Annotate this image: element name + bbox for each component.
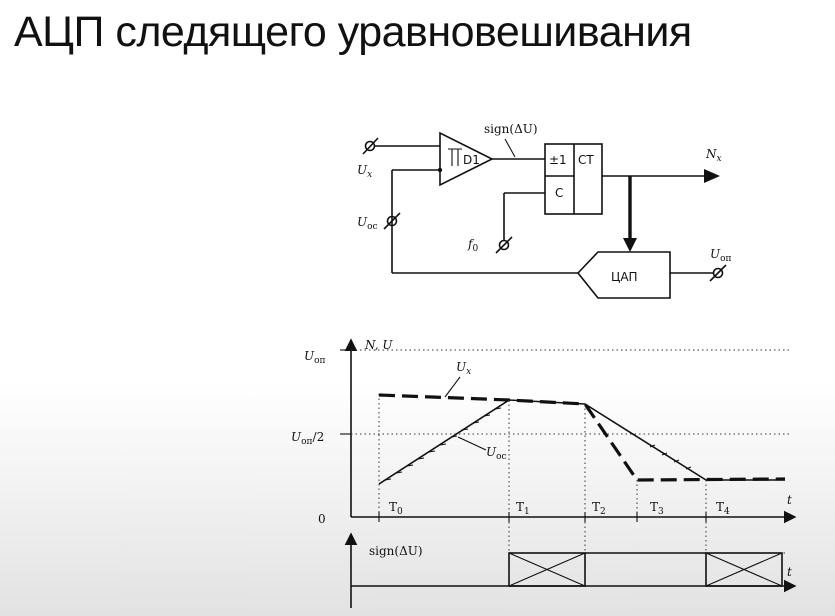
uoc-curve-label: Uос bbox=[486, 445, 507, 462]
clock-terminal bbox=[495, 192, 545, 254]
sign-undefined-region-1 bbox=[508, 552, 586, 587]
uoc-curve bbox=[378, 399, 785, 485]
uop-ref-label: Uоп bbox=[710, 247, 732, 264]
interval-label-t0: T0 bbox=[389, 500, 403, 517]
uop-level-label: Uоп bbox=[304, 349, 326, 366]
output-arrow bbox=[704, 169, 720, 183]
sign-t-axis-label: t bbox=[787, 565, 792, 579]
page-title: АЦП следящего уравновешивания bbox=[14, 8, 692, 56]
counter-ct-label: CT bbox=[578, 153, 594, 167]
nx-output-label: Nx bbox=[705, 147, 722, 164]
y-axis-label: N, U bbox=[364, 338, 393, 352]
sign-du-label: sign(ΔU) bbox=[484, 122, 538, 136]
ux-curve bbox=[378, 393, 786, 482]
timing-diagram: N, U t 0 Uоп Uоп/2 T0 T1 T2 T3 T4 bbox=[291, 338, 797, 526]
interval-dividers bbox=[378, 394, 707, 522]
sign-undefined-region-2 bbox=[705, 552, 783, 587]
counter-c-label: C bbox=[555, 186, 563, 200]
ux-terminal bbox=[362, 137, 440, 155]
sign-axis-label: sign(ΔU) bbox=[369, 544, 423, 558]
interval-label-t1: T1 bbox=[516, 500, 530, 517]
counter-pm-label: ±1 bbox=[549, 153, 567, 167]
t-axis-label: t bbox=[787, 493, 792, 507]
comparator-d1: D1 bbox=[439, 131, 494, 187]
dac-block: ЦАП bbox=[576, 251, 671, 299]
interval-label-t3: T3 bbox=[650, 500, 664, 517]
block-diagram: Ux D1 sign(ΔU) ±1 CT C bbox=[357, 122, 732, 299]
clock-label: f0 bbox=[467, 237, 478, 254]
dac-label: ЦАП bbox=[611, 270, 638, 284]
uoc-feedback-label: Uос bbox=[357, 215, 378, 232]
comparator-label: D1 bbox=[463, 153, 480, 167]
sign-timeline: sign(ΔU) t bbox=[344, 522, 797, 608]
ux-curve-label: Ux bbox=[456, 360, 471, 377]
uop-half-level-label: Uоп/2 bbox=[291, 430, 324, 447]
interval-label-t2: T2 bbox=[592, 500, 606, 517]
ux-input-label: Ux bbox=[357, 163, 372, 180]
interval-label-t4: T4 bbox=[716, 500, 730, 517]
zero-label: 0 bbox=[318, 512, 326, 526]
counter-ct: ±1 CT C bbox=[544, 143, 603, 215]
